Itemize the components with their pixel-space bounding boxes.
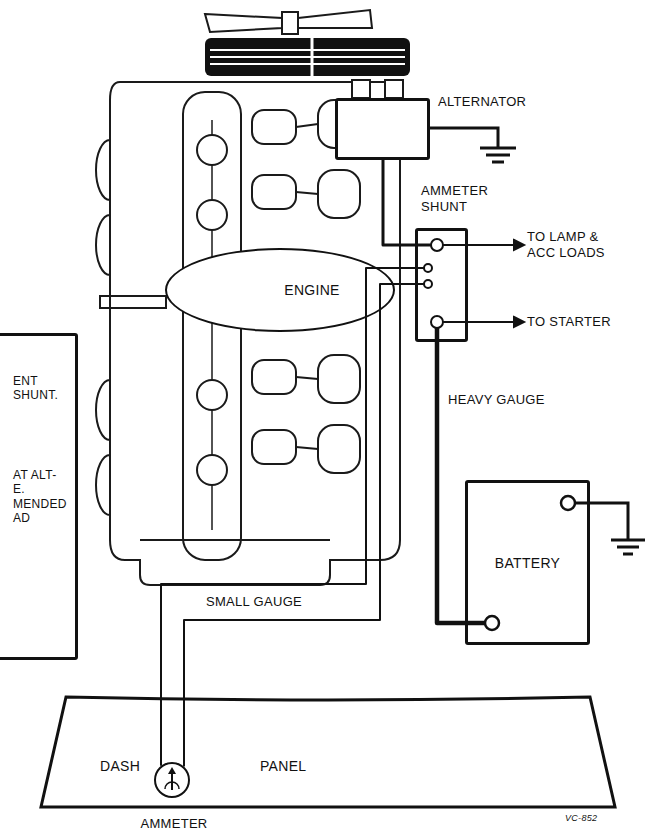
wire-label: HEAVY GAUGE bbox=[446, 392, 547, 408]
engine-illustration bbox=[140, 539, 330, 541]
engine-illustration bbox=[197, 380, 227, 410]
fan bbox=[205, 14, 282, 32]
drive-belts bbox=[311, 38, 314, 76]
shunt-box: AMMETER SHUNT bbox=[415, 228, 468, 342]
ground-symbol bbox=[480, 148, 516, 162]
node-label: AMMETER SHUNT bbox=[421, 183, 488, 214]
gauge-needle bbox=[156, 764, 188, 796]
shunt-terminals bbox=[514, 240, 524, 250]
engine-illustration bbox=[197, 200, 227, 230]
shunt-terminals bbox=[443, 245, 514, 322]
engine-illustration bbox=[96, 140, 110, 200]
engine-illustration bbox=[166, 249, 394, 331]
engine-illustration bbox=[197, 135, 227, 165]
node-label: ENGINE bbox=[281, 282, 342, 299]
battery-terminals bbox=[561, 496, 575, 510]
battery-terminals bbox=[465, 496, 575, 630]
engine-illustration bbox=[318, 170, 360, 218]
engine-illustration bbox=[197, 455, 227, 485]
battery-terminals bbox=[485, 616, 499, 630]
engine-illustration bbox=[96, 380, 110, 440]
wire bbox=[383, 160, 415, 245]
engine-illustration bbox=[252, 110, 296, 144]
node-label: ALTERNATOR bbox=[438, 94, 526, 110]
node-label: DASH bbox=[100, 758, 140, 775]
node-text: AT ALT- E. MENDED AD bbox=[13, 468, 67, 526]
battery-box: BATTERY bbox=[465, 480, 590, 645]
wire bbox=[184, 284, 415, 767]
fan bbox=[298, 10, 372, 28]
node-label: ENT SHUNT. bbox=[13, 374, 58, 403]
shunt-terminals bbox=[431, 239, 443, 251]
engine-illustration bbox=[100, 296, 166, 308]
panel-outline bbox=[38, 694, 618, 810]
shunt-terminals bbox=[514, 317, 524, 327]
fan bbox=[205, 10, 372, 34]
figure-number: VC-852 bbox=[565, 813, 597, 824]
engine-illustration bbox=[252, 430, 296, 464]
wire-destination: TO LAMP & ACC LOADS bbox=[527, 229, 611, 260]
engine-illustration bbox=[96, 455, 110, 515]
engine-oval: ENGINE bbox=[165, 248, 395, 332]
gauge-needle bbox=[171, 772, 173, 790]
heavy-wire bbox=[437, 342, 465, 623]
ground-symbol bbox=[575, 503, 628, 540]
battery-terminals bbox=[465, 621, 485, 626]
alternator-box: ALTERNATOR bbox=[335, 98, 430, 160]
wire-destination: TO STARTER bbox=[527, 314, 611, 330]
ground-symbol bbox=[611, 540, 645, 554]
dash-panel: AMMETER DASH PANEL bbox=[38, 694, 618, 810]
drive-belts bbox=[205, 38, 410, 76]
shunt-terminals bbox=[431, 316, 443, 328]
drive-belts bbox=[352, 80, 370, 98]
drive-belts bbox=[210, 50, 405, 64]
panel-outline bbox=[41, 697, 615, 807]
wire-label: SMALL GAUGE bbox=[204, 594, 304, 610]
node-label: BATTERY bbox=[495, 554, 560, 571]
ammeter-gauge: AMMETER bbox=[154, 762, 190, 798]
drive-belts bbox=[205, 38, 410, 98]
engine-illustration bbox=[252, 175, 296, 209]
node-label: AMMETER bbox=[140, 816, 207, 832]
engine-illustration bbox=[318, 425, 360, 473]
engine-illustration bbox=[96, 215, 110, 275]
wire bbox=[161, 268, 415, 766]
engine-illustration bbox=[252, 360, 296, 394]
engine-illustration bbox=[318, 355, 360, 403]
fan bbox=[282, 12, 298, 34]
shunt-terminals bbox=[415, 239, 524, 342]
note-box: ENT SHUNT. AT ALT- E. MENDED AD bbox=[0, 333, 78, 660]
shunt-terminals bbox=[424, 264, 432, 272]
gauge-needle bbox=[168, 767, 176, 774]
ground-symbol bbox=[430, 128, 498, 148]
node-text: PANEL bbox=[260, 758, 306, 775]
drive-belts bbox=[385, 80, 403, 98]
gauge-needle bbox=[165, 782, 179, 789]
shunt-terminals bbox=[424, 280, 432, 288]
